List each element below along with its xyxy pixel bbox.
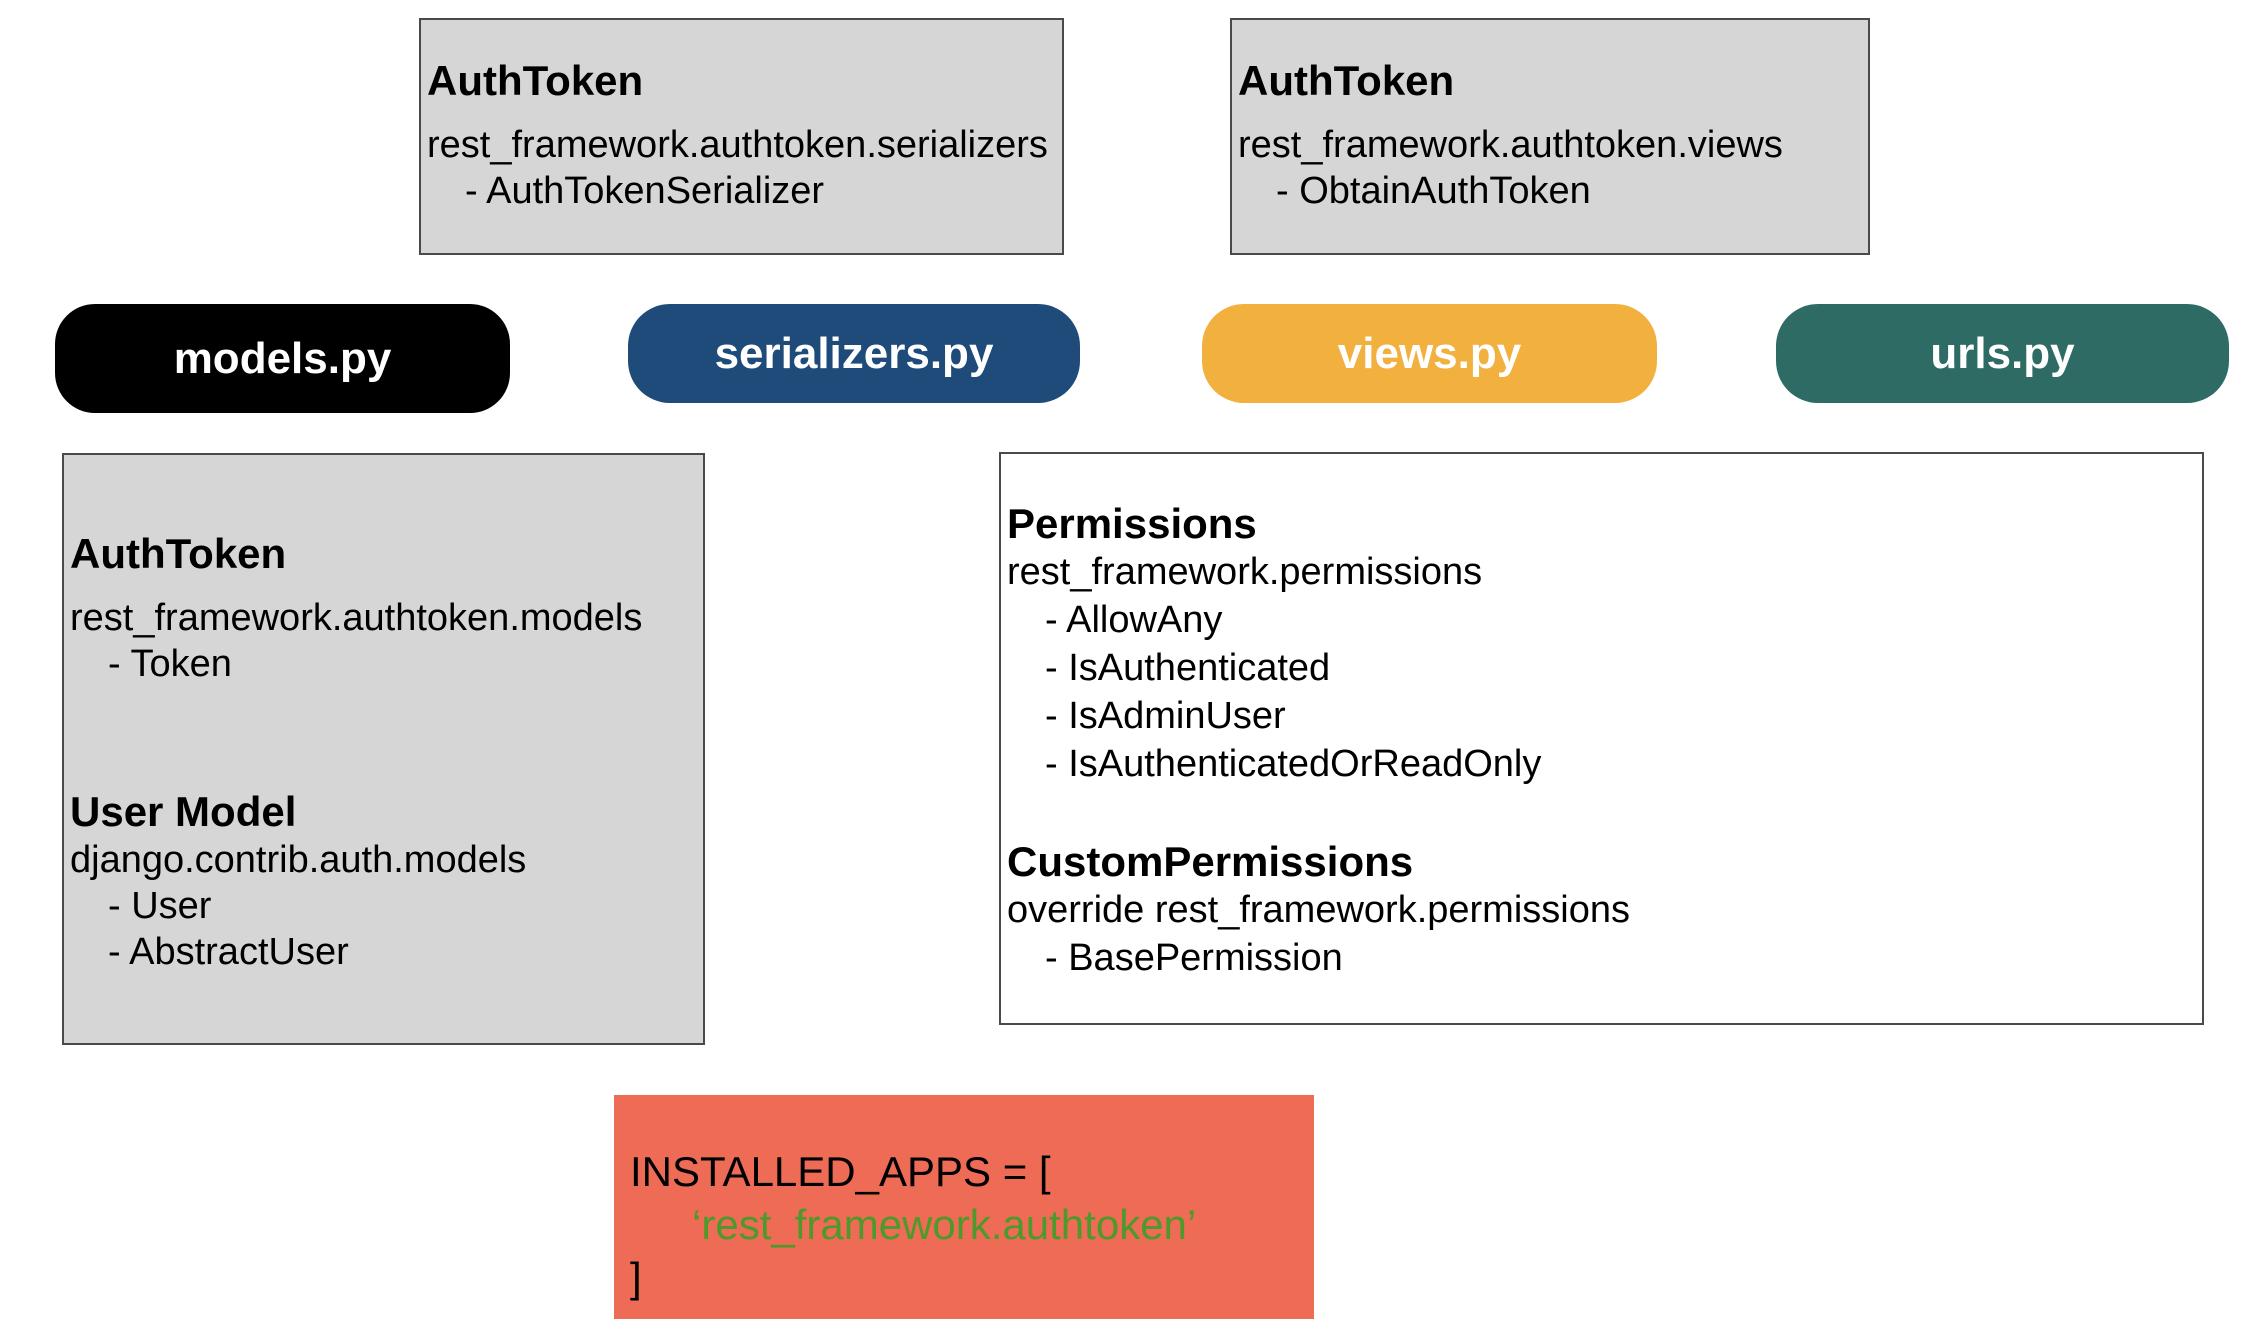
authtoken-views-module: rest_framework.authtoken.views [1238, 124, 1783, 166]
installed-apps-app-string: rest_framework.authtoken [701, 1201, 1187, 1248]
installed-apps-close-line: ] [630, 1254, 642, 1301]
serializers-py-label: serializers.py [714, 328, 994, 378]
urls-py-label: urls.py [1930, 328, 2075, 378]
is-authenticated-or-read-only-item: - IsAuthenticatedOrReadOnly [1045, 743, 1542, 785]
authtoken-views-box: AuthToken rest_framework.authtoken.views… [1230, 18, 1870, 255]
authtoken-serializers-title: AuthToken [427, 57, 644, 104]
permissions-box: Permissions rest_framework.permissions -… [999, 452, 2204, 1025]
permissions-title: Permissions [1007, 500, 1257, 547]
permissions-module: rest_framework.permissions [1007, 551, 1483, 593]
urls-py-pill: urls.py [1776, 304, 2229, 403]
user-model-title: User Model [70, 788, 297, 835]
abstract-user-item: - AbstractUser [108, 931, 349, 973]
views-py-label: views.py [1337, 328, 1522, 378]
is-admin-user-item: - IsAdminUser [1045, 695, 1286, 737]
custom-permissions-title: CustomPermissions [1007, 838, 1414, 885]
models-py-label: models.py [173, 333, 392, 383]
models-box: AuthToken rest_framework.authtoken.model… [62, 453, 705, 1045]
models-py-pill: models.py [55, 304, 510, 413]
authtoken-views-item: - ObtainAuthToken [1276, 170, 1591, 212]
authtoken-models-module: rest_framework.authtoken.models [70, 597, 643, 639]
authtoken-serializers-box: AuthToken rest_framework.authtoken.seria… [419, 18, 1064, 255]
authtoken-models-title: AuthToken [70, 530, 287, 577]
custom-permissions-module: override rest_framework.permissions [1007, 889, 1630, 931]
user-model-module: django.contrib.auth.models [70, 839, 527, 881]
authtoken-serializers-module: rest_framework.authtoken.serializers [427, 124, 1048, 166]
installed-apps-entry: ‘rest_framework.authtoken’ [630, 1198, 1314, 1251]
base-permission-item: - BasePermission [1045, 937, 1343, 979]
views-py-pill: views.py [1202, 304, 1657, 403]
installed-apps-open-quote: ‘ [692, 1201, 702, 1248]
is-authenticated-item: - IsAuthenticated [1045, 647, 1331, 689]
authtoken-serializer-item: - AuthTokenSerializer [465, 170, 825, 212]
authtoken-views-title: AuthToken [1238, 57, 1455, 104]
user-item: - User [108, 885, 212, 927]
installed-apps-box: INSTALLED_APPS = [ ‘rest_framework.autht… [614, 1095, 1314, 1319]
allow-any-item: - AllowAny [1045, 599, 1223, 641]
installed-apps-close-quote: ’ [1186, 1201, 1197, 1248]
token-item: - Token [108, 643, 232, 685]
installed-apps-open-line: INSTALLED_APPS = [ [630, 1148, 1051, 1195]
serializers-py-pill: serializers.py [628, 304, 1080, 403]
